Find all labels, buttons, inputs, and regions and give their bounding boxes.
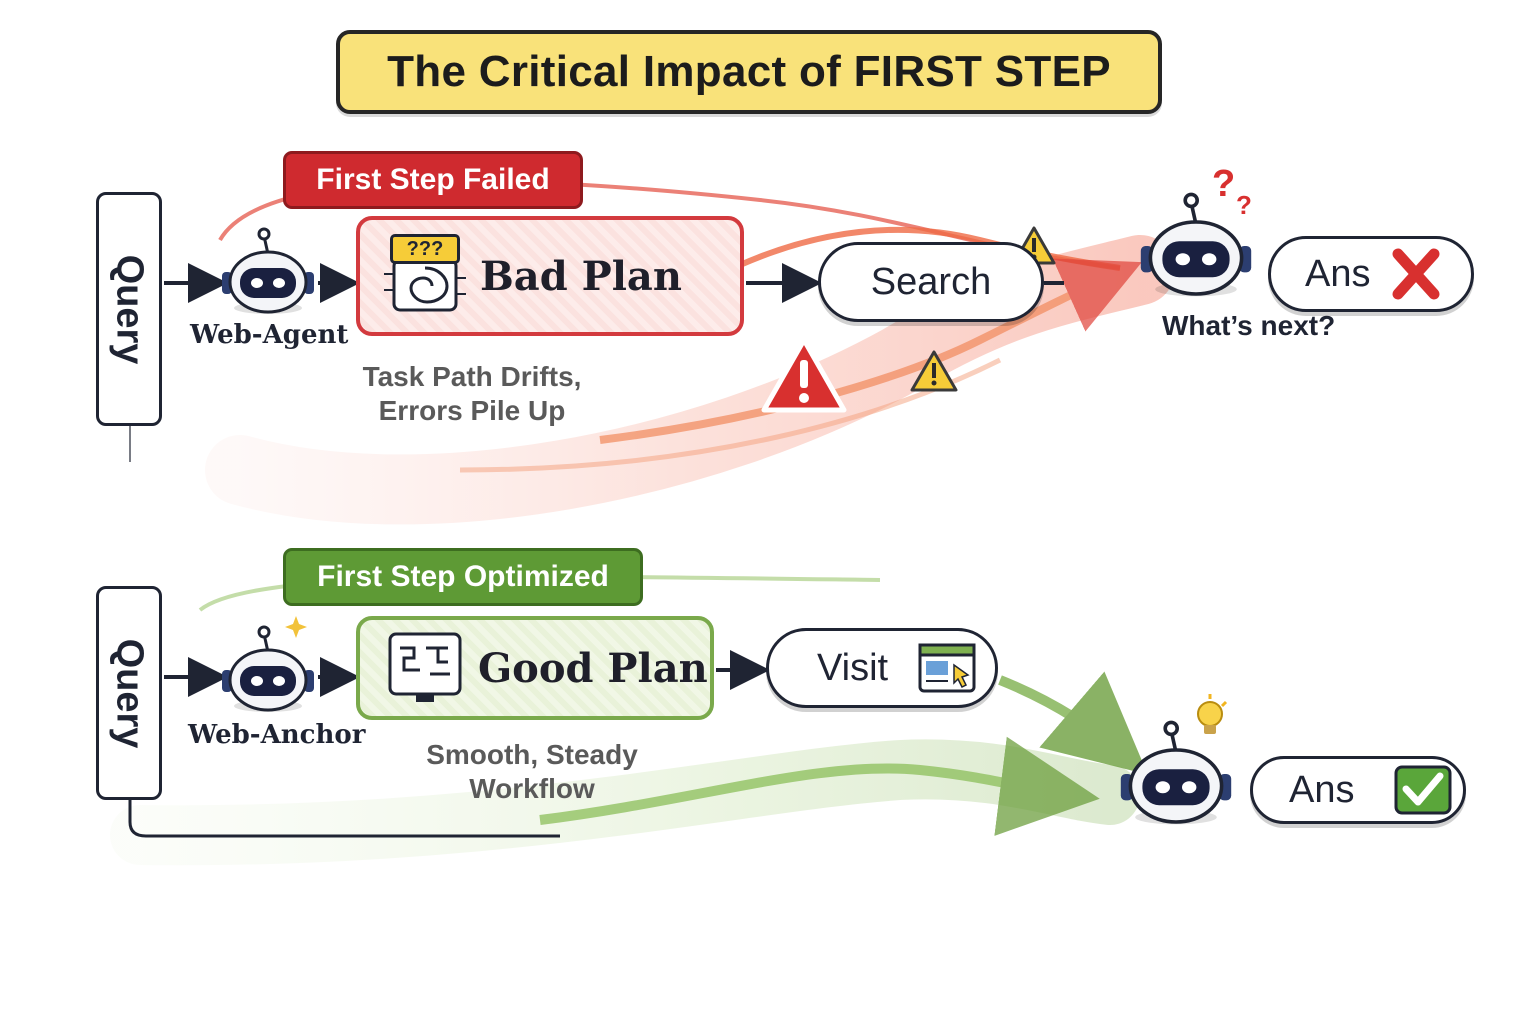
answer-label: Ans — [1305, 252, 1371, 295]
search-action-pill: Search — [818, 242, 1044, 322]
confused-badge: ??? — [390, 234, 460, 264]
robot-icon — [1120, 720, 1232, 825]
query-label: Query — [108, 254, 151, 364]
title-box: The Critical Impact of FIRST STEP — [336, 30, 1162, 114]
query-box-bottom: Query — [96, 586, 162, 800]
svg-text:?: ? — [1212, 163, 1235, 205]
note-line: Task Path Drifts, — [362, 361, 582, 392]
smooth-path-bottom — [539, 736, 1100, 836]
whats-next-question: What’s next? — [1162, 310, 1336, 341]
warning-icon — [910, 350, 958, 392]
bad-plan-label: Bad Plan — [480, 252, 682, 300]
x-mark-icon — [1392, 248, 1440, 300]
visit-label: Visit — [817, 646, 889, 689]
good-plan-box: Good Plan — [356, 616, 714, 720]
bad-plan-box: ??? Bad Plan — [356, 216, 744, 336]
note-line: Errors Pile Up — [378, 395, 566, 426]
query-label: Query — [108, 638, 151, 748]
smooth-path-visit — [998, 671, 1148, 775]
visit-action-pill: Visit — [766, 628, 998, 708]
answer-correct-pill: Ans — [1250, 756, 1466, 824]
drift-note: Task Path Drifts, Errors Pile Up — [330, 360, 614, 428]
robot-icon — [222, 625, 314, 712]
first-step-failed-banner: First Step Failed — [283, 151, 583, 209]
answer-wrong-pill: Ans — [1268, 236, 1474, 312]
answer-label: Ans — [1289, 768, 1355, 811]
sparkle-icon — [285, 616, 307, 638]
note-line: Smooth, Steady — [426, 739, 638, 770]
search-label: Search — [870, 260, 992, 303]
checkmark-icon — [1394, 765, 1452, 815]
note-line: Workflow — [469, 773, 595, 804]
page-title: The Critical Impact of FIRST STEP — [387, 47, 1111, 96]
first-step-optimized-banner: First Step Optimized — [283, 548, 643, 606]
workflow-note: Smooth, Steady Workflow — [390, 738, 674, 806]
warning-icon — [761, 337, 847, 413]
question-marks-icon: ? ? — [1212, 163, 1252, 220]
robot-icon — [222, 227, 314, 314]
query-return-line — [128, 800, 560, 838]
svg-text:?: ? — [1236, 190, 1252, 220]
good-plan-label: Good Plan — [478, 644, 708, 692]
browser-window-icon — [918, 643, 976, 693]
banner-label: First Step Optimized — [317, 560, 609, 593]
web-agent-label: Web-Agent — [190, 320, 349, 350]
robot-icon — [1140, 192, 1252, 297]
lightbulb-icon — [1197, 694, 1228, 734]
banner-label: First Step Failed — [316, 163, 550, 196]
flowchart-icon — [388, 632, 462, 702]
drift-path-lower — [599, 258, 1142, 444]
query-box-top: Query — [96, 192, 162, 426]
web-anchor-label: Web-Anchor — [188, 720, 366, 750]
